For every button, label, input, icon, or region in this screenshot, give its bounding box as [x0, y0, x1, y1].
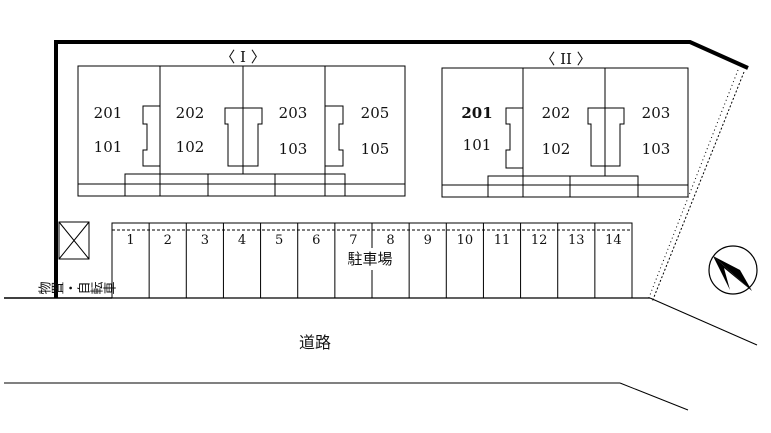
b1-unit-4-lower: 105	[361, 140, 390, 158]
b2-unit-3-lower: 103	[642, 140, 671, 158]
b1-unit-2-upper: 202	[176, 104, 205, 122]
parking-space-number: 8	[386, 233, 394, 248]
road-edge-right	[649, 297, 758, 346]
parking-label: 駐車場	[347, 250, 392, 268]
b1-unit-4-upper: 205	[361, 104, 390, 122]
parking-space-number: 13	[568, 233, 585, 248]
b1-unit-1-lower: 101	[94, 138, 123, 156]
b2-unit-1-upper: 201	[461, 104, 492, 122]
b1-unit-3-lower: 103	[279, 140, 308, 158]
parking-space-number: 5	[275, 233, 283, 248]
parking-dividers	[148, 223, 596, 298]
parking-space-number: 4	[238, 233, 246, 248]
b1-unit-2-lower: 102	[176, 138, 205, 156]
b2-unit-1-lower: 101	[463, 136, 492, 154]
b2-unit-3-upper: 203	[642, 104, 671, 122]
building-2	[441, 67, 689, 198]
road-edge-bottom-right	[619, 382, 689, 411]
parking-space-number: 1	[126, 233, 134, 248]
parking-space-number: 9	[424, 233, 432, 248]
site-boundary	[54, 40, 749, 298]
building-2-label: 〈 II 〉	[540, 50, 591, 68]
parking-space-number: 10	[457, 233, 474, 248]
north-arrow-icon	[708, 245, 758, 295]
parking-space-number: 6	[312, 233, 320, 248]
parking-label-bg	[340, 248, 404, 270]
parking-space-number: 3	[201, 233, 209, 248]
parking-space-number: 14	[605, 233, 622, 248]
parking-space-number: 2	[164, 233, 172, 248]
parking-space-number: 11	[494, 233, 511, 248]
building-1	[77, 65, 406, 197]
building-1-label: 〈 I 〉	[220, 48, 265, 66]
b1-unit-3-upper: 203	[279, 104, 308, 122]
road-label: 道路	[299, 333, 331, 352]
side-label: 物置・自転車	[38, 282, 116, 298]
b2-unit-2-lower: 102	[542, 140, 571, 158]
storage-box	[58, 221, 90, 260]
b2-unit-2-upper: 202	[542, 104, 571, 122]
b1-unit-1-upper: 201	[94, 104, 123, 122]
right-fence	[651, 71, 745, 303]
parking-space-number: 7	[349, 233, 357, 248]
parking-space-number: 12	[531, 233, 548, 248]
